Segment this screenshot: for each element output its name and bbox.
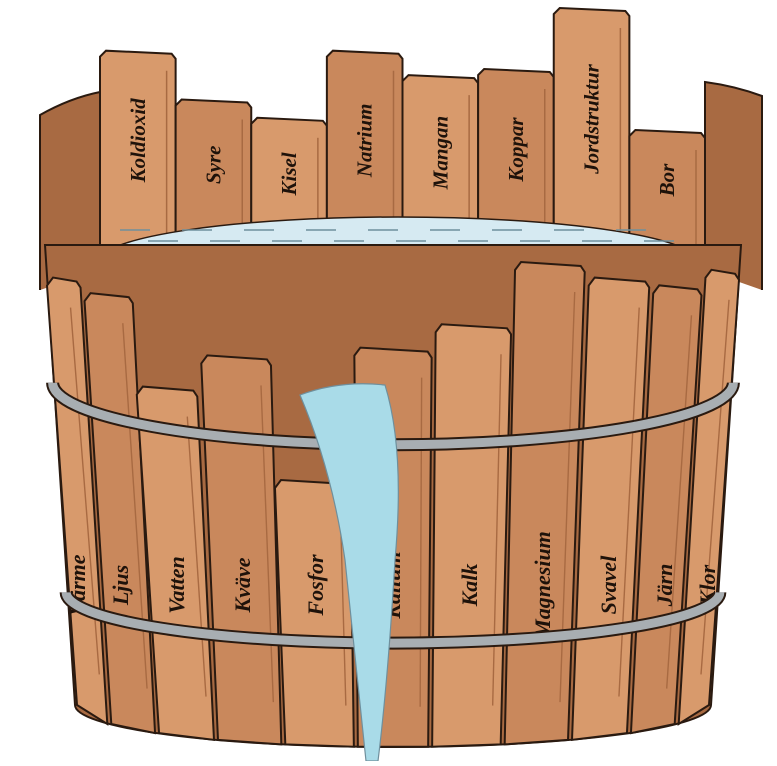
front-stave-label: Vatten (164, 556, 189, 613)
back-stave-label: Koppar (504, 117, 528, 183)
back-stave-label: Syre (201, 146, 225, 185)
front-stave-label: Kalk (457, 564, 482, 608)
back-stave-label: Jordstruktur (580, 63, 604, 175)
front-stave-board (432, 324, 511, 746)
front-stave-label: Kväve (230, 557, 255, 613)
back-stave-label: Kisel (277, 152, 301, 196)
back-stave-label: Bor (655, 163, 679, 198)
front-stave-label: Magnesium (530, 531, 555, 640)
front-stave-label: Ljus (108, 565, 133, 606)
front-stave: Kalk (432, 324, 511, 746)
front-stave-label: Fosfor (303, 554, 328, 617)
back-stave-label: Natrium (353, 104, 377, 179)
back-stave-label: Mangan (428, 116, 452, 191)
front-stave-label: Järn (652, 564, 677, 608)
front-stave-label: Svavel (596, 555, 621, 615)
back-stave-label: Koldioxid (126, 98, 150, 184)
